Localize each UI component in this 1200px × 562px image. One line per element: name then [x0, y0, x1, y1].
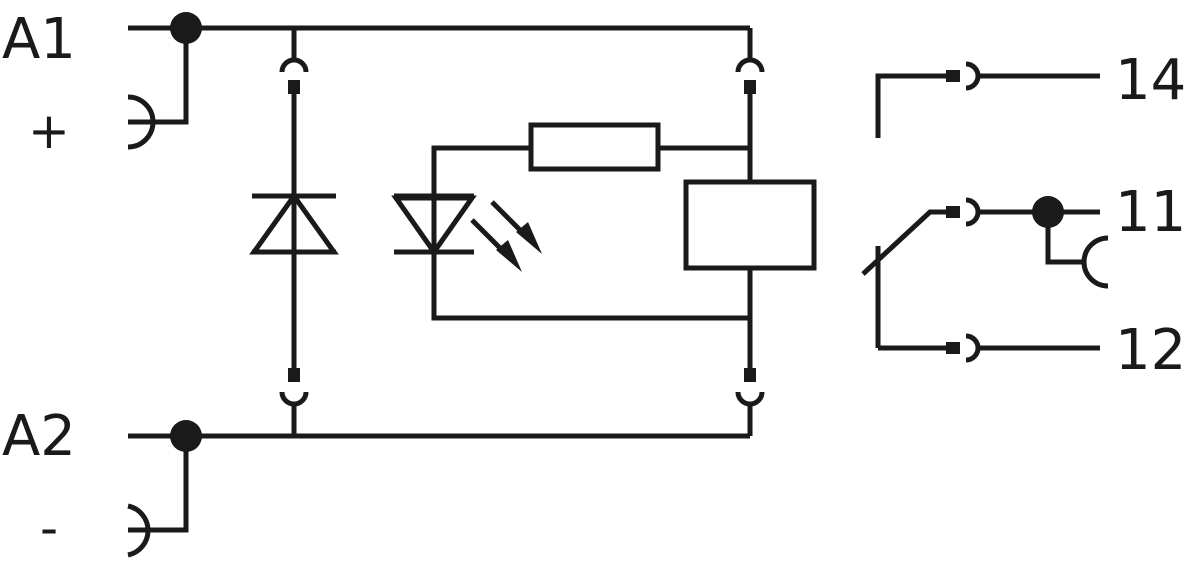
bottom-rail: [127, 420, 750, 558]
diode-branch: [249, 28, 339, 436]
led-indicator-loop: [391, 122, 750, 321]
plug-socket-icon: [127, 503, 151, 558]
polarity-label-plus: +: [28, 102, 70, 160]
coil-branch: [683, 28, 817, 436]
terminal-label-12: 12: [1115, 318, 1186, 383]
terminal-label-14: 14: [1115, 48, 1186, 113]
changeover-contact-icon: [861, 61, 1109, 363]
diode-icon: [249, 191, 339, 255]
plug-socket-icon: [127, 94, 156, 150]
terminal-label-a2: A2: [2, 404, 76, 469]
top-rail: [127, 12, 750, 150]
led-icon: [391, 193, 542, 272]
polarity-label-minus: -: [40, 499, 58, 557]
relay-coil-icon: [683, 179, 817, 271]
terminal-label-11: 11: [1115, 180, 1186, 245]
terminal-label-a1: A1: [2, 7, 76, 72]
resistor-icon: [528, 122, 661, 172]
